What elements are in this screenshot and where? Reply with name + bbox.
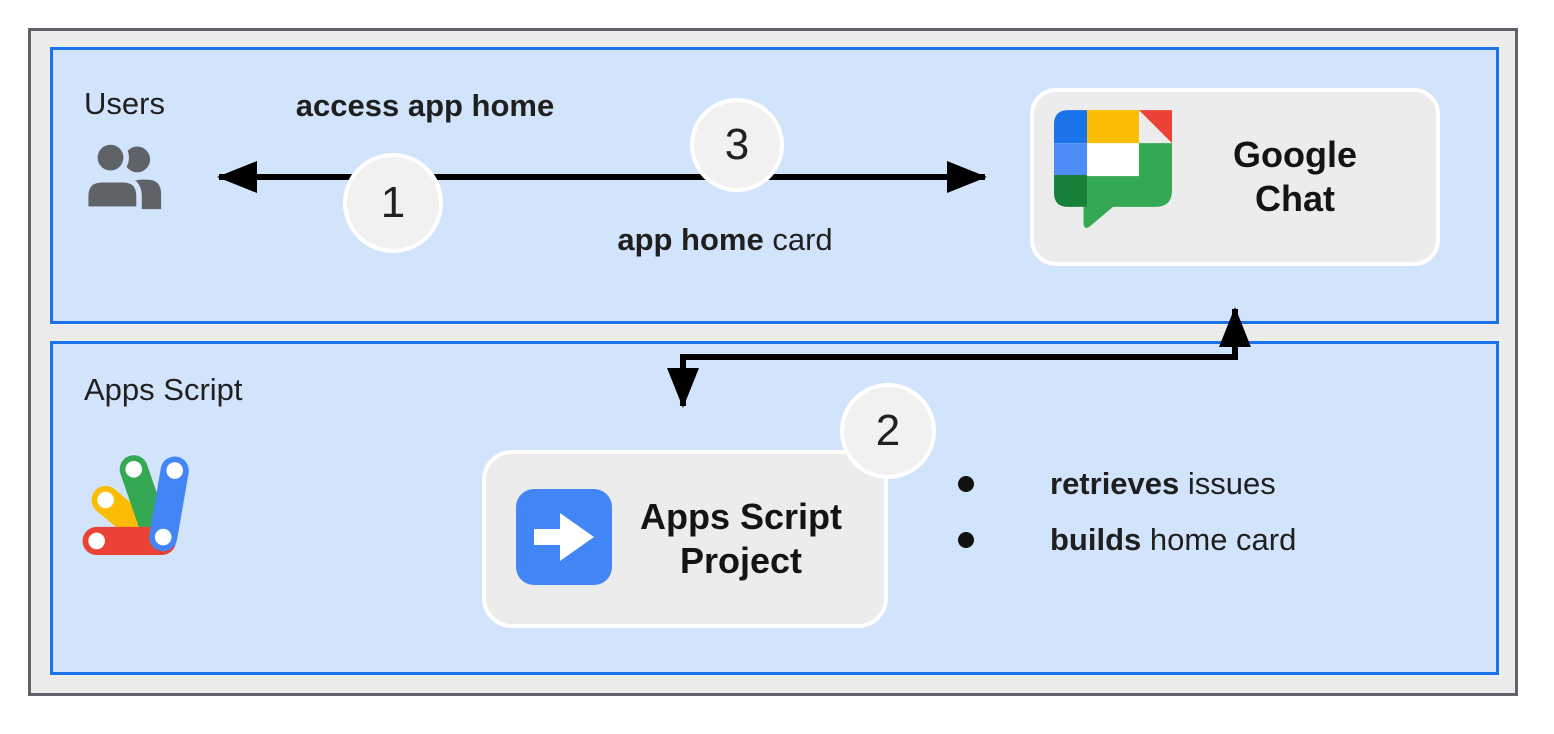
bullet-icon bbox=[958, 532, 974, 548]
list-item: retrieves issues bbox=[958, 462, 1498, 506]
bullet-text: retrieves issues bbox=[1050, 466, 1276, 501]
apps-script-project-card: Apps Script Project bbox=[482, 450, 888, 628]
apps-script-section-label: Apps Script bbox=[84, 372, 243, 407]
list-item: builds home card bbox=[958, 518, 1498, 562]
users-section-label: Users bbox=[84, 86, 165, 121]
access-app-home-label: access app home bbox=[295, 88, 555, 123]
apps-script-project-arrow-icon bbox=[516, 488, 612, 590]
google-chat-card: Google Chat bbox=[1030, 88, 1440, 266]
step-1-badge: 1 bbox=[343, 153, 443, 253]
bullet-icon bbox=[958, 476, 974, 492]
apps-script-project-label: Apps Script Project bbox=[639, 496, 843, 581]
step-3-badge: 3 bbox=[690, 98, 784, 192]
app-home-card-label: app home card bbox=[617, 222, 833, 257]
google-chat-logo bbox=[1054, 109, 1172, 245]
people-icon bbox=[82, 136, 174, 221]
project-actions-list: retrieves issues builds home card bbox=[958, 462, 1498, 562]
step-2-badge: 2 bbox=[840, 383, 936, 479]
apps-script-logo bbox=[80, 436, 208, 569]
bullet-text: builds home card bbox=[1050, 522, 1297, 557]
google-chat-label: Google Chat bbox=[1233, 134, 1357, 219]
